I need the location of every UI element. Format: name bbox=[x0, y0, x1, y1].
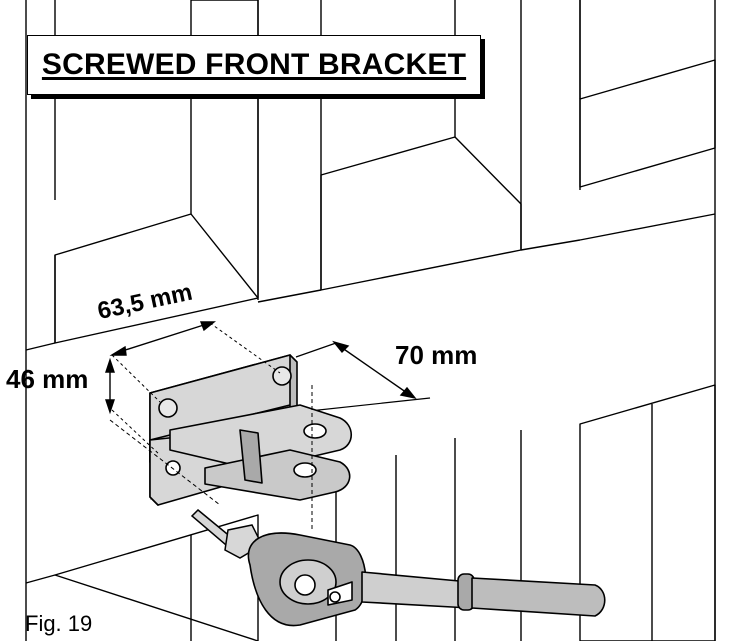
door-drawing bbox=[25, 0, 716, 641]
dimension-guides bbox=[111, 322, 281, 456]
height-dimension-label: 46 mm bbox=[6, 364, 89, 394]
torque-wrench bbox=[247, 532, 606, 627]
center-lines bbox=[109, 385, 313, 530]
dimension-arrows bbox=[105, 321, 417, 415]
figure-label: Fig. 19 bbox=[25, 611, 93, 636]
diagram-title: SCREWED FRONT BRACKET bbox=[41, 48, 467, 81]
front-bracket bbox=[149, 354, 353, 506]
depth-dimension-label: 70 mm bbox=[395, 340, 478, 370]
title-box: SCREWED FRONT BRACKET bbox=[27, 35, 481, 95]
